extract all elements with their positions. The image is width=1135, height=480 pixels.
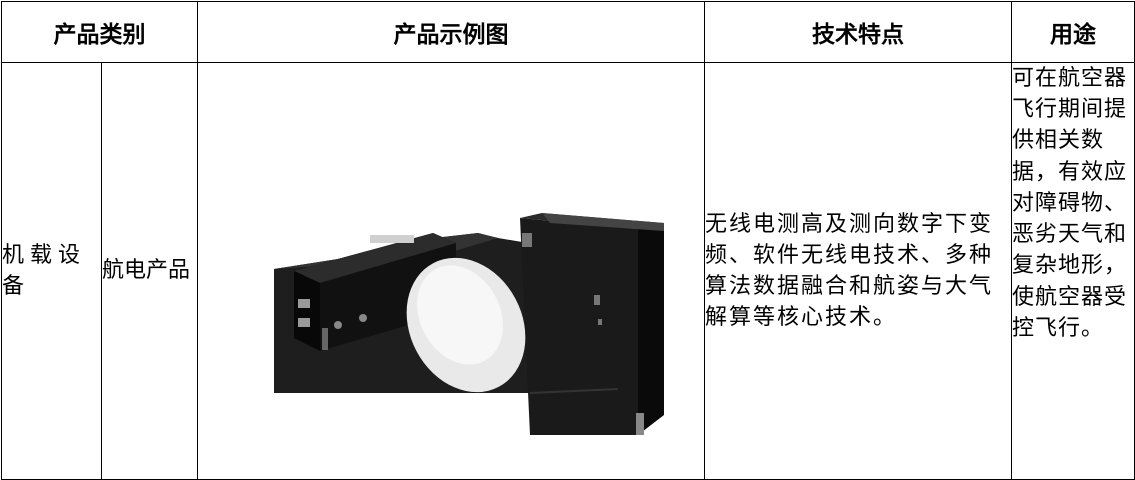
avionics-unit-image (274, 233, 548, 393)
header-example: 产品示例图 (197, 1, 705, 63)
tech-features-text: 无线电测高及测向数字下变频、软件无线电技术、多种算法数据融合和航姿与大气解算等核… (704, 62, 1012, 480)
header-category: 产品类别 (1, 1, 198, 63)
enclosure-image (520, 213, 664, 435)
category-main: 机载设备 (1, 62, 102, 480)
category-sub: 航电产品 (101, 62, 198, 480)
product-example-images (197, 62, 705, 480)
header-tech: 技术特点 (704, 1, 1012, 63)
use-text: 可在航空器飞行期间提供相关数据，有效应对障碍物、恶劣天气和复杂地形，使航空器受控… (1011, 62, 1135, 480)
table-row: 机载设备 航电产品 (1, 62, 1135, 480)
product-images-svg (274, 213, 664, 435)
header-use: 用途 (1011, 1, 1135, 63)
header-row: 产品类别 产品示例图 技术特点 用途 (1, 1, 1135, 63)
